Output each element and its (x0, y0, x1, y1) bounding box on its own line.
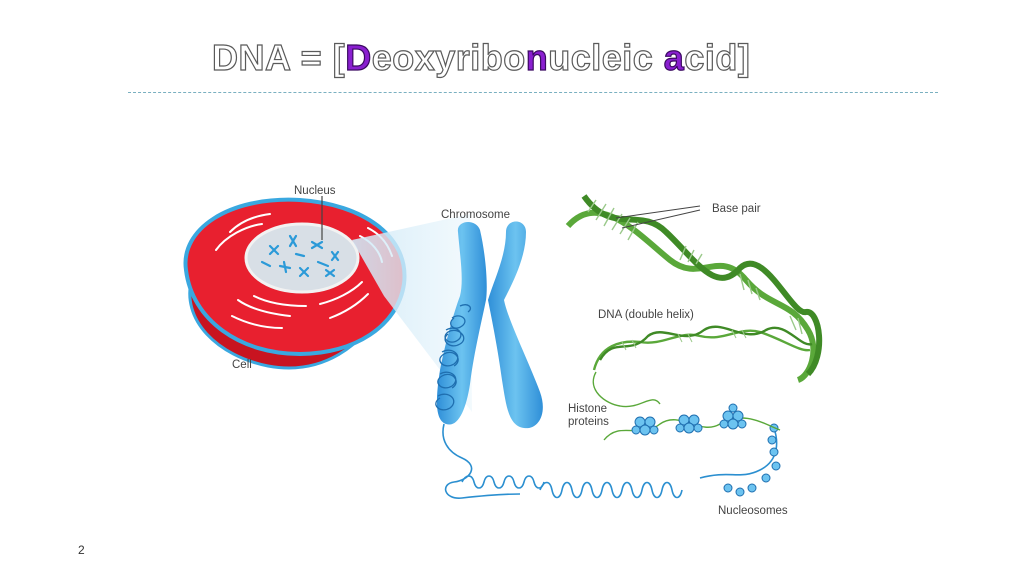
cell-illustration (183, 196, 407, 370)
dna-label: DNA (double helix) (598, 309, 694, 321)
nucleosomes-label: Nucleosomes (718, 505, 788, 517)
page-number: 2 (78, 543, 85, 557)
histone-label-line2: proteins (568, 416, 609, 428)
title-highlight-letter: a (663, 37, 685, 78)
base-pair-rungs (587, 199, 803, 335)
title-part: cid] (684, 37, 751, 78)
title-part: eoxyribo (371, 37, 526, 78)
dna-helix-small (592, 325, 813, 371)
linker-dna (592, 371, 661, 408)
nucleosome-beads (723, 423, 781, 497)
base-pair-pointer (621, 209, 701, 229)
histone-clusters (631, 403, 747, 436)
histone-label-line1: Histone (568, 403, 607, 415)
dna-helix-large (565, 194, 823, 383)
title-part: ucleic (548, 37, 664, 78)
title-divider (128, 92, 938, 93)
slide-title: DNA = [Deoxyribonucleic acid] (211, 37, 751, 78)
chromatin-fiber (442, 423, 778, 499)
chromosome-label: Chromosome (441, 209, 510, 221)
title-part: DNA = [ (211, 37, 346, 78)
mini-chromosomes (260, 234, 340, 278)
cell-label: Cell (232, 359, 252, 371)
chromatin-coils (435, 304, 472, 411)
histone-illustration (592, 371, 781, 441)
title-highlight-letter: n (525, 37, 549, 78)
nucleus-label: Nucleus (294, 185, 336, 197)
small-helix-rungs (621, 329, 747, 351)
title-highlight-letter: D (345, 37, 372, 78)
base-pair-label: Base pair (712, 203, 761, 215)
base-pair-pointer (615, 205, 701, 219)
chromosome-illustration (435, 221, 543, 429)
chromosome-right-arm (488, 221, 543, 429)
nucleus-illustration (244, 222, 360, 294)
